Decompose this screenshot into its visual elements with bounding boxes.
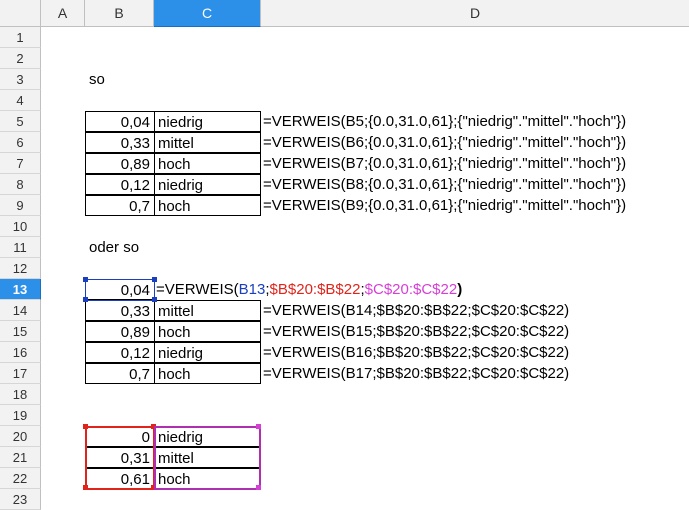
cell-c15[interactable]: hoch [154, 321, 261, 342]
formula-close-paren: ) [457, 281, 463, 298]
row-header-2[interactable]: 2 [0, 48, 41, 69]
cell-b9[interactable]: 0,7 [85, 195, 155, 216]
cell-d17[interactable]: =VERWEIS(B17;$B$20:$B$22;$C$20:$C$22) [263, 365, 570, 382]
row-header-1[interactable]: 1 [0, 27, 41, 48]
cell-d16[interactable]: =VERWEIS(B16;$B$20:$B$22;$C$20:$C$22) [263, 344, 570, 361]
cell-c6[interactable]: mittel [154, 132, 261, 153]
row-header-3[interactable]: 3 [0, 69, 41, 90]
formula-ref-range-c: $C$20:$C$22 [364, 281, 458, 298]
row-header-18[interactable]: 18 [0, 384, 41, 405]
row-header-21[interactable]: 21 [0, 447, 41, 468]
cell-b6[interactable]: 0,33 [85, 132, 155, 153]
cell-d14[interactable]: =VERWEIS(B14;$B$20:$B$22;$C$20:$C$22) [263, 302, 570, 319]
reference-highlight-b20-b22 [85, 426, 155, 490]
row-header-15[interactable]: 15 [0, 321, 41, 342]
resize-handle[interactable] [151, 424, 156, 429]
cell-c8[interactable]: niedrig [154, 174, 261, 195]
row-header-16[interactable]: 16 [0, 342, 41, 363]
cell-d5[interactable]: =VERWEIS(B5;{0.0,31.0,61};{"niedrig"."mi… [263, 113, 627, 130]
cell-d6[interactable]: =VERWEIS(B6;{0.0,31.0,61};{"niedrig"."mi… [263, 134, 627, 151]
reference-highlight-b13 [85, 279, 155, 301]
cell-b7[interactable]: 0,89 [85, 153, 155, 174]
formula-separator: ; [360, 281, 365, 298]
cell-d15[interactable]: =VERWEIS(B15;$B$20:$B$22;$C$20:$C$22) [263, 323, 570, 340]
cell-b17[interactable]: 0,7 [85, 363, 155, 384]
cell-d7[interactable]: =VERWEIS(B7;{0.0,31.0,61};{"niedrig"."mi… [263, 155, 627, 172]
resize-handle[interactable] [83, 277, 88, 282]
cell-b15[interactable]: 0,89 [85, 321, 155, 342]
row-header-8[interactable]: 8 [0, 174, 41, 195]
formula-ref-range-b: $B$20:$B$22 [269, 281, 361, 298]
cell-c9[interactable]: hoch [154, 195, 261, 216]
cell-c16[interactable]: niedrig [154, 342, 261, 363]
cell-c13-editing[interactable]: =VERWEIS(B13;$B$20:$B$22;$C$20:$C$22) [154, 279, 462, 300]
cell-d9[interactable]: =VERWEIS(B9;{0.0,31.0,61};{"niedrig"."mi… [263, 197, 627, 214]
resize-handle[interactable] [83, 485, 88, 490]
resize-handle[interactable] [151, 485, 156, 490]
cell-b16[interactable]: 0,12 [85, 342, 155, 363]
column-header-a[interactable]: A [41, 0, 85, 27]
resize-handle[interactable] [83, 297, 88, 302]
cell-d8[interactable]: =VERWEIS(B8;{0.0,31.0,61};{"niedrig"."mi… [263, 176, 627, 193]
formula-separator: ; [265, 281, 270, 298]
row-header-13[interactable]: 13 [0, 279, 41, 300]
select-all-corner[interactable] [0, 0, 41, 27]
cell-c5[interactable]: niedrig [154, 111, 261, 132]
resize-handle[interactable] [83, 424, 88, 429]
row-header-4[interactable]: 4 [0, 90, 41, 111]
column-header-c[interactable]: C [154, 0, 261, 27]
row-header-11[interactable]: 11 [0, 237, 41, 258]
row-header-14[interactable]: 14 [0, 300, 41, 321]
row-header-22[interactable]: 22 [0, 468, 41, 489]
formula-ref-b13: B13 [238, 281, 266, 298]
resize-handle[interactable] [152, 297, 157, 302]
resize-handle[interactable] [256, 424, 261, 429]
row-header-7[interactable]: 7 [0, 153, 41, 174]
row-header-19[interactable]: 19 [0, 405, 41, 426]
resize-handle[interactable] [152, 277, 157, 282]
row-header-17[interactable]: 17 [0, 363, 41, 384]
cell-c17[interactable]: hoch [154, 363, 261, 384]
formula-function: =VERWEIS( [156, 281, 239, 298]
cell-c7[interactable]: hoch [154, 153, 261, 174]
row-header-10[interactable]: 10 [0, 216, 41, 237]
cell-b14[interactable]: 0,33 [85, 300, 155, 321]
cell-b8[interactable]: 0,12 [85, 174, 155, 195]
row-header-20[interactable]: 20 [0, 426, 41, 447]
row-header-9[interactable]: 9 [0, 195, 41, 216]
reference-highlight-c20-c22 [154, 426, 261, 490]
column-header-b[interactable]: B [85, 0, 154, 27]
row-header-5[interactable]: 5 [0, 111, 41, 132]
column-header-d[interactable]: D [261, 0, 689, 27]
row-header-6[interactable]: 6 [0, 132, 41, 153]
cell-c14[interactable]: mittel [154, 300, 261, 321]
resize-handle[interactable] [256, 485, 261, 490]
cell-b5[interactable]: 0,04 [85, 111, 155, 132]
cell-b11[interactable]: oder so [89, 239, 140, 256]
cell-b3[interactable]: so [89, 71, 105, 88]
row-header-12[interactable]: 12 [0, 258, 41, 279]
row-header-23[interactable]: 23 [0, 489, 41, 510]
